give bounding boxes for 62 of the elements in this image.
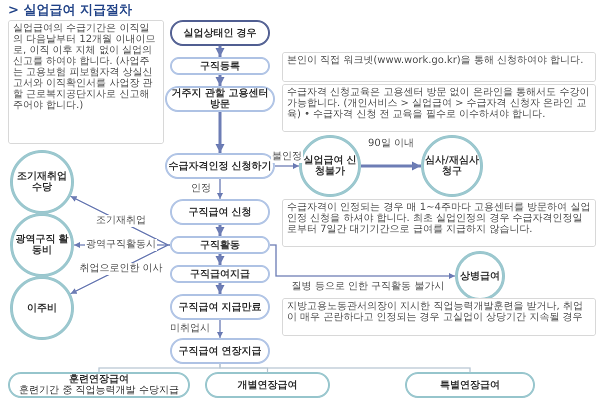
process-pill [165, 86, 275, 112]
benefit-circle [455, 251, 505, 301]
process-pill [170, 338, 270, 364]
benefit-pill [405, 372, 535, 398]
process-pill [170, 236, 270, 254]
note-box [282, 52, 596, 82]
node-text: 광역구직 활동비 [14, 234, 70, 256]
arrow [361, 162, 421, 170]
arrow [216, 254, 224, 265]
node-text: 상병급여 [460, 270, 500, 282]
node-text: 구직급여 지급만료 [178, 302, 262, 312]
edge-label: 미취업시 [169, 323, 211, 335]
arrow [217, 179, 223, 199]
note-text: 수급자격 신청교육은 고용센터 방문 없이 온라인을 통해서도 수강이 가능합니다. (개인서비스 > 실업급여 > 수급자격 신청자 온라인 교육) • 수급자격 신청 전 교육을 필수로 이수하셔야 합니다. [287, 87, 590, 120]
connector-line [219, 364, 471, 372]
note-box [8, 20, 164, 144]
arrow [216, 46, 224, 57]
node-text: 심사/재심사 청구 [424, 155, 480, 177]
process-pill [170, 294, 270, 320]
process-pill [170, 265, 270, 283]
edge-label: 조기재취업 [95, 215, 147, 227]
arrow [216, 112, 224, 153]
node-text: 개별연장급여 [238, 380, 298, 390]
title: > 실업급여 지급절차 [8, 2, 132, 19]
note-text: 본인이 직접 워크넷(www.work.go.kr)을 통해 신청하여야 합니다. [287, 55, 584, 66]
arrow [270, 244, 455, 279]
process-pill [170, 199, 270, 225]
node-text: 실업상태인 경우 [183, 28, 257, 38]
note-label: 90일 이내 [368, 138, 414, 150]
process-pill [170, 57, 270, 75]
node-text: 구직급여 신청 [188, 206, 252, 218]
node-text: 조기재취업 수당 [16, 171, 68, 193]
edge-label: 인정 [190, 183, 212, 195]
node-text: 구직활동 [200, 240, 240, 250]
note-text: 수급자격이 인정되는 경우 매 1~4주마다 고용센터를 방문하여 실업인정 신청을 하셔야 합니다. 최초 실업인정의 경우 수급자격인정일로부터 7일간 대기기간으로 급여를 지급하지 않습니다. [287, 202, 591, 235]
arrow [216, 225, 224, 236]
note-box [282, 84, 596, 132]
note-box [282, 298, 596, 336]
benefit-pill [8, 372, 190, 398]
arrow [216, 283, 224, 294]
node-text: 특별연장급여 [440, 380, 500, 390]
note-text: 실업급여의 수급기간은 이직일의 다음날부터 12개월 이내이므로, 이직 이후 지체 없이 실업의 신고를 하여야 합니다. (사업주는 고용보험 피보험자격 상실신고서와 이직확인서를 사업장 관할 근로복지공단지사로 신고해주어야 합니다.) [13, 23, 156, 111]
node-text: 거주지 관할 고용센터 방문 [170, 88, 270, 110]
edge-label: 질병 등으로 인한 구직활동 불가시 [290, 281, 446, 293]
edge-label: 광역구직활동시 [85, 239, 157, 251]
node-text: 이주비 [27, 302, 57, 314]
node-text: 훈련연장급여 [69, 374, 129, 385]
arrow [275, 163, 299, 169]
node-text: 훈련기간 중 직업능력개발 수당지급 [19, 385, 179, 396]
node-text: 구직급여지급 [190, 268, 250, 280]
node-text: 실업급여 신청불가 [302, 155, 358, 177]
note-box [282, 199, 596, 247]
node-text: 수급자격인정 신청하기 [168, 160, 272, 172]
node-text: 구직등록 [200, 60, 240, 72]
start-pill [170, 20, 270, 46]
benefit-pill [205, 372, 330, 398]
edge-label: 불인정 [271, 151, 303, 163]
arrow [216, 75, 224, 86]
note-text: 지방고용노동관서의장이 지시한 직업능력개발훈련을 받거나, 취업이 매우 곤란하다고 인정되는 경우 고실업이 상당기간 지속될 경우 [287, 301, 584, 323]
node-text: 구직급여 연장지급 [178, 346, 262, 356]
arrow [217, 320, 223, 338]
edge-label: 취업으로인한 이사 [78, 263, 164, 275]
